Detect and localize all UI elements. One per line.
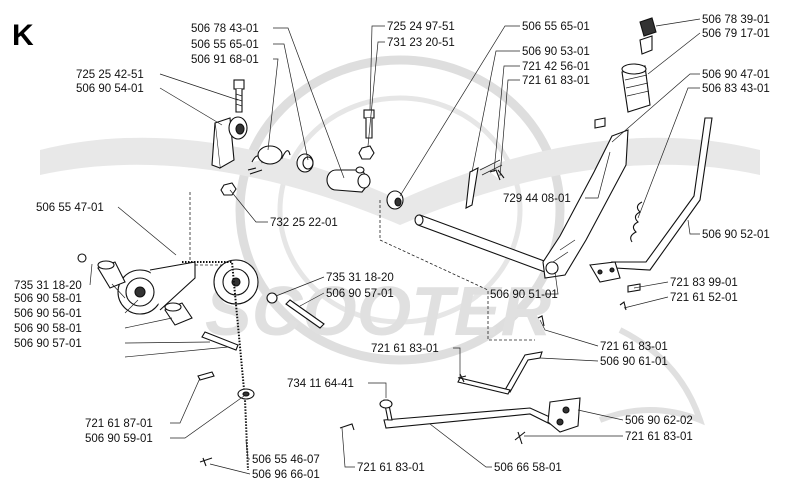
part-label: 506 90 54-01: [76, 83, 144, 95]
part-label: 506 90 61-01: [600, 356, 668, 368]
part-label: 506 78 43-01: [191, 23, 259, 35]
part-label: 721 61 83-01: [600, 341, 668, 353]
cotter-pin-part-2: [514, 431, 526, 445]
lever-part: [542, 129, 629, 279]
tension-spring-part: [630, 201, 643, 243]
pulley-part: [117, 259, 259, 315]
grip-part: [621, 63, 651, 113]
part-label: 506 90 56-01: [14, 308, 82, 320]
part-label: 506 55 46-07: [252, 454, 320, 466]
part-label: 721 61 83-01: [371, 343, 439, 355]
leader-lines: [89, 18, 701, 475]
part-label: 506 90 53-01: [522, 46, 590, 58]
cotter-pin-part: [457, 373, 467, 383]
part-label: 506 78 39-01: [702, 14, 770, 26]
part-label: 506 90 58-01: [14, 293, 82, 305]
part-label: 506 90 47-01: [702, 69, 770, 81]
part-label: 721 61 83-01: [625, 431, 693, 443]
part-label: 721 61 83-01: [357, 462, 425, 474]
part-label: 506 66 58-01: [494, 462, 562, 474]
part-label: 506 90 59-01: [85, 433, 153, 445]
pin-part-lower: [201, 331, 239, 351]
spacer-part: [97, 260, 193, 326]
part-label: 506 90 57-01: [14, 338, 82, 350]
part-label: 721 61 87-01: [85, 418, 153, 430]
part-label: 729 44 08-01: [503, 193, 571, 205]
clip-part: [199, 457, 213, 467]
part-label: 734 11 64-41: [287, 378, 354, 390]
part-label: 725 24 97-51: [387, 21, 455, 33]
shaft-bushing-part: [386, 190, 404, 210]
part-label: 732 25 22-01: [270, 217, 338, 229]
bushing-part: [296, 153, 314, 173]
part-label: 506 79 17-01: [702, 28, 770, 40]
watermark-word: SCOOTER: [205, 272, 552, 350]
bracket-part: [211, 116, 248, 169]
ring-part-right: [266, 292, 278, 304]
part-label: 735 31 18-20: [14, 280, 82, 292]
ring-part: [77, 253, 87, 263]
spring-part: [247, 145, 291, 175]
lever-screw-part: [594, 117, 606, 129]
part-label: 506 90 51-01: [490, 289, 558, 301]
part-label: 721 42 56-01: [522, 61, 590, 73]
cotter-pin-part-3: [537, 315, 545, 327]
hub-part: [326, 166, 371, 193]
section-letter: K: [12, 19, 34, 52]
part-label: 506 90 57-01: [326, 288, 394, 300]
nut-part: [220, 182, 237, 196]
part-label: 506 55 65-01: [191, 39, 259, 51]
small-plate-part: [589, 261, 641, 311]
knob-part: [639, 17, 657, 55]
part-label: 506 90 58-01: [14, 323, 82, 335]
part-label: 506 83 43-01: [702, 83, 770, 95]
washer-part: [379, 399, 393, 409]
part-label: 506 91 68-01: [191, 54, 259, 66]
part-label: 506 96 66-01: [252, 469, 320, 481]
part-number-labels: 506 78 43-01 506 55 65-01 506 91 68-01 7…: [14, 14, 770, 481]
part-label: 721 61 52-01: [670, 292, 738, 304]
pin-part: [285, 299, 325, 329]
linkage-rod-part: [339, 351, 553, 431]
rod-part: [465, 159, 503, 209]
part-label: 721 61 83-01: [522, 75, 590, 87]
part-label: 506 90 62-02: [625, 415, 693, 427]
pin-small-part: [197, 371, 215, 381]
part-label: 731 23 20-51: [387, 37, 455, 49]
lower-pulley-part: [237, 388, 255, 400]
part-label: 721 83 99-01: [670, 277, 738, 289]
part-label: 506 55 47-01: [36, 202, 104, 214]
link-plate-part: [547, 397, 581, 433]
part-label: 735 31 18-20: [326, 272, 394, 284]
cotter-pin-part-4: [489, 169, 505, 181]
bolt-part: [233, 79, 245, 113]
part-label: 506 90 52-01: [702, 229, 770, 241]
part-label: 725 25 42-51: [76, 69, 144, 81]
screw-part: [358, 109, 375, 160]
chain-part: [182, 261, 249, 471]
parts-artwork: [77, 17, 713, 471]
part-label: 506 55 65-01: [522, 21, 590, 33]
